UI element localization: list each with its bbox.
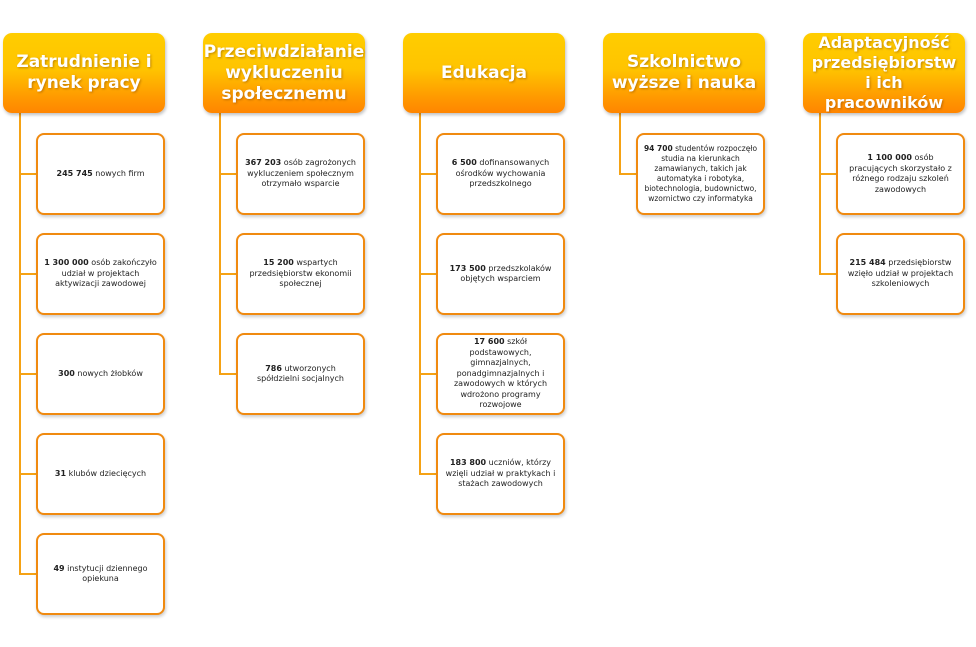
stat-box: 245 745 nowych firm	[36, 133, 165, 215]
stat-box: 17 600 szkół podstawowych, gimnazjalnych…	[436, 333, 565, 415]
stat-box: 6 500 dofinansowanych ośrodków wychowani…	[436, 133, 565, 215]
stat-number: 183 800	[449, 458, 487, 468]
stat-number: 367 203	[245, 158, 282, 168]
stat-box: 215 484 przedsiębiorstw wzięło udział w …	[836, 233, 965, 315]
stat-box: 1 300 000 osób zakończyło udział w proje…	[36, 233, 165, 315]
connector-col1-branch	[19, 273, 37, 275]
stat-box: 173 500 przedszkolaków objętych wsparcie…	[436, 233, 565, 315]
stat-box: 94 700 studentów rozpoczęło studia na ki…	[636, 133, 765, 215]
stat-box: 786 utworzonych spółdzielni socjalnych	[236, 333, 365, 415]
stat-text: klubów dziecięcych	[68, 468, 147, 478]
stat-box: 15 200 wspartych przedsiębiorstw ekonomi…	[236, 233, 365, 315]
stat-number: 1 300 000	[44, 258, 89, 268]
connector-col4	[619, 113, 621, 174]
stat-text: szkół podstawowych, gimnazjalnych, ponad…	[453, 337, 548, 410]
stat-box: 31 klubów dziecięcych	[36, 433, 165, 515]
connector-col4-branch	[619, 173, 637, 175]
connector-col1-branch	[19, 173, 37, 175]
stat-number: 94 700	[643, 144, 673, 153]
connector-col3	[419, 113, 421, 474]
connector-col3-branch	[419, 473, 437, 475]
stat-text: dofinansowanych ośrodków wychowania prze…	[455, 158, 550, 189]
connector-col1-branch	[19, 573, 37, 575]
connector-col1-branch	[19, 473, 37, 475]
stat-box: 300 nowych żłobków	[36, 333, 165, 415]
connector-col5	[819, 113, 821, 274]
stat-text: uczniów, którzy wzięli udział w praktyka…	[445, 458, 556, 489]
stat-text: osób pracujących skorzystało z różnego r…	[849, 153, 952, 194]
stat-text: osób zagrożonych wykluczeniem społecznym…	[247, 158, 356, 189]
stat-box: 49 instytucji dziennego opiekuna	[36, 533, 165, 615]
stat-number: 15 200	[263, 258, 294, 268]
connector-col1-branch	[19, 373, 37, 375]
stat-text: nowych żłobków	[77, 368, 143, 378]
header-szkolnictwo: Szkolnictwo wyższe i nauka	[603, 33, 765, 113]
connector-col5-branch	[819, 273, 837, 275]
stat-text: instytucji dziennego opiekuna	[67, 563, 148, 584]
stat-number: 1 100 000	[867, 153, 912, 162]
stat-text: wspartych przedsiębiorstw ekonomii społe…	[249, 258, 352, 289]
header-edukacja: Edukacja	[403, 33, 565, 113]
stat-number: 49	[53, 563, 65, 573]
stat-text: nowych firm	[95, 168, 145, 178]
stat-number: 786	[265, 363, 282, 373]
stat-text: przedsiębiorstw wzięło udział w projekta…	[847, 258, 954, 289]
connector-col5-branch	[819, 173, 837, 175]
connector-col2-branch	[219, 273, 237, 275]
header-zatrudnienie: Zatrudnienie i rynek pracy	[3, 33, 165, 113]
header-wykluczenie: Przeciwdziałanie wykluczeniu społecznemu	[203, 33, 365, 113]
stat-text: przedszkolaków objętych wsparciem	[460, 263, 552, 284]
stat-text: osób zakończyło udział w projektach akty…	[55, 258, 157, 289]
connector-col2-branch	[219, 373, 237, 375]
stat-number: 300	[58, 368, 75, 378]
stat-number: 173 500	[449, 263, 486, 273]
stat-box: 367 203 osób zagrożonych wykluczeniem sp…	[236, 133, 365, 215]
connector-col3-branch	[419, 173, 437, 175]
stat-text: studentów rozpoczęło studia na kierunkac…	[644, 144, 758, 203]
stat-number: 6 500	[451, 158, 477, 168]
connector-col1	[19, 113, 21, 574]
connector-col2-branch	[219, 173, 237, 175]
stat-box: 183 800 uczniów, którzy wzięli udział w …	[436, 433, 565, 515]
stat-number: 31	[54, 468, 67, 478]
connector-col2	[219, 113, 221, 374]
stat-number: 245 745	[56, 168, 93, 178]
connector-col3-branch	[419, 373, 437, 375]
header-adaptacyjnosc: Adaptacyjność przedsiębiorstw i ich prac…	[803, 33, 965, 113]
stat-box: 1 100 000 osób pracujących skorzystało z…	[836, 133, 965, 215]
connector-col3-branch	[419, 273, 437, 275]
stat-number: 17 600	[473, 337, 505, 347]
stat-text: utworzonych spółdzielni socjalnych	[257, 363, 344, 384]
stat-number: 215 484	[849, 258, 886, 268]
